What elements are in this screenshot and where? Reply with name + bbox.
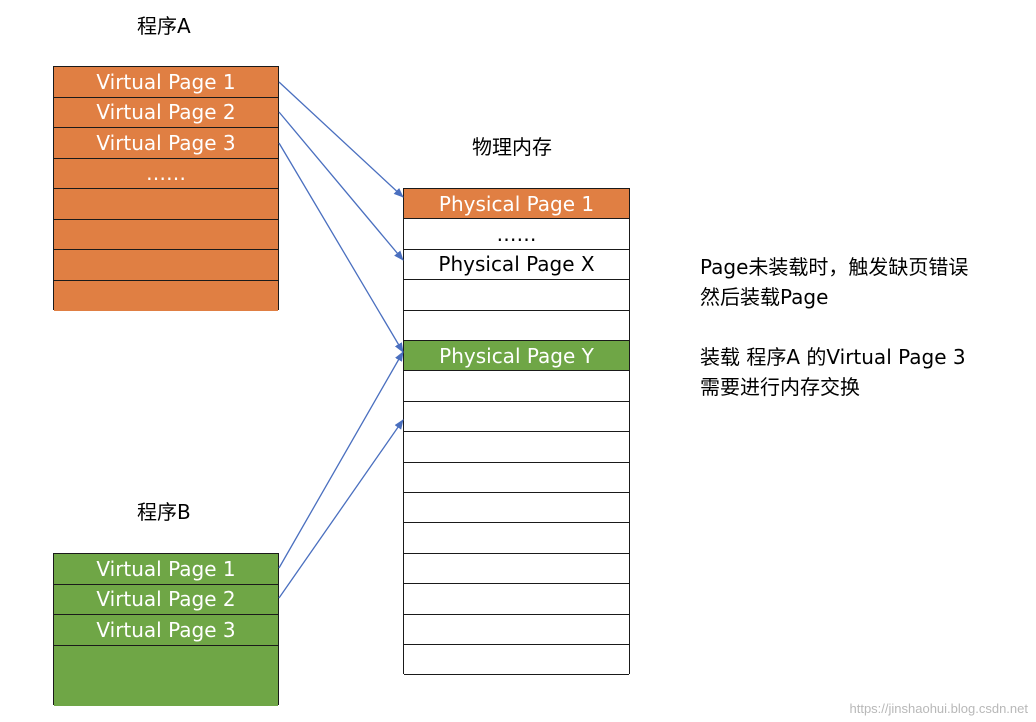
stackA-cell-1: Virtual Page 1 bbox=[54, 67, 278, 98]
stackA-cell-3: Virtual Page 3 bbox=[54, 128, 278, 159]
stackA-cell-7 bbox=[54, 250, 278, 281]
stackA-cell-2: Virtual Page 2 bbox=[54, 97, 278, 128]
stackM-cell-12 bbox=[404, 523, 629, 554]
stackM-cell-16 bbox=[404, 645, 629, 676]
stackM-cell-7 bbox=[404, 371, 629, 402]
swap-note: 装载 程序A 的Virtual Page 3 需要进行内存交换 bbox=[700, 342, 966, 402]
arrow-a-vp3-to-ppy bbox=[278, 142, 404, 353]
arrow-b-vp2-to-memory bbox=[278, 419, 404, 599]
note-line-2: 然后装载Page bbox=[700, 285, 829, 309]
stackM-cell-4 bbox=[404, 280, 629, 311]
stackM-cell-11 bbox=[404, 493, 629, 524]
stackA-cell-6 bbox=[54, 219, 278, 250]
stackM-cell-15 bbox=[404, 614, 629, 645]
stackM-cell-8 bbox=[404, 401, 629, 433]
stackM-cell-13 bbox=[404, 553, 629, 585]
stackM-cell-14 bbox=[404, 584, 629, 615]
program-a-title: 程序A bbox=[137, 14, 191, 38]
stackM-cell-9 bbox=[404, 432, 629, 463]
note-line-1: Page未装载时，触发缺页错误 bbox=[700, 255, 969, 279]
stackM-cell-17 bbox=[404, 675, 629, 706]
page-fault-note: Page未装载时，触发缺页错误 然后装载Page bbox=[700, 252, 968, 312]
physical-memory-title: 物理内存 bbox=[472, 135, 552, 159]
stackM-cell-6: Physical Page Y bbox=[404, 341, 629, 372]
stackA-cell-8 bbox=[54, 280, 278, 311]
arrow-b-vp1-to-ppy bbox=[278, 351, 404, 569]
watermark: https://jinshaohui.blog.csdn.net bbox=[849, 701, 1028, 716]
stackA-cell-4: …… bbox=[54, 158, 278, 189]
arrow-a-vp1-to-pp1 bbox=[278, 81, 404, 198]
stackA-cell-5 bbox=[54, 189, 278, 220]
stackM-cell-2: …… bbox=[404, 219, 629, 250]
note-line-4: 需要进行内存交换 bbox=[700, 375, 860, 399]
stackM-cell-5 bbox=[404, 310, 629, 341]
stackB-cell-2: Virtual Page 2 bbox=[54, 584, 278, 615]
stackB-cell-4 bbox=[54, 645, 278, 706]
stackM-cell-3: Physical Page X bbox=[404, 249, 629, 281]
stackM-cell-10 bbox=[404, 462, 629, 493]
note-line-3: 装载 程序A 的Virtual Page 3 bbox=[700, 345, 966, 369]
stackM-cell-1: Physical Page 1 bbox=[404, 189, 629, 220]
stackB-cell-1: Virtual Page 1 bbox=[54, 554, 278, 585]
physical-memory-table: Physical Page 1……Physical Page X Physical… bbox=[403, 188, 630, 706]
program-b-title: 程序B bbox=[137, 500, 191, 524]
arrow-a-vp2-to-ppx bbox=[278, 111, 404, 261]
stackB-cell-3: Virtual Page 3 bbox=[54, 615, 278, 646]
